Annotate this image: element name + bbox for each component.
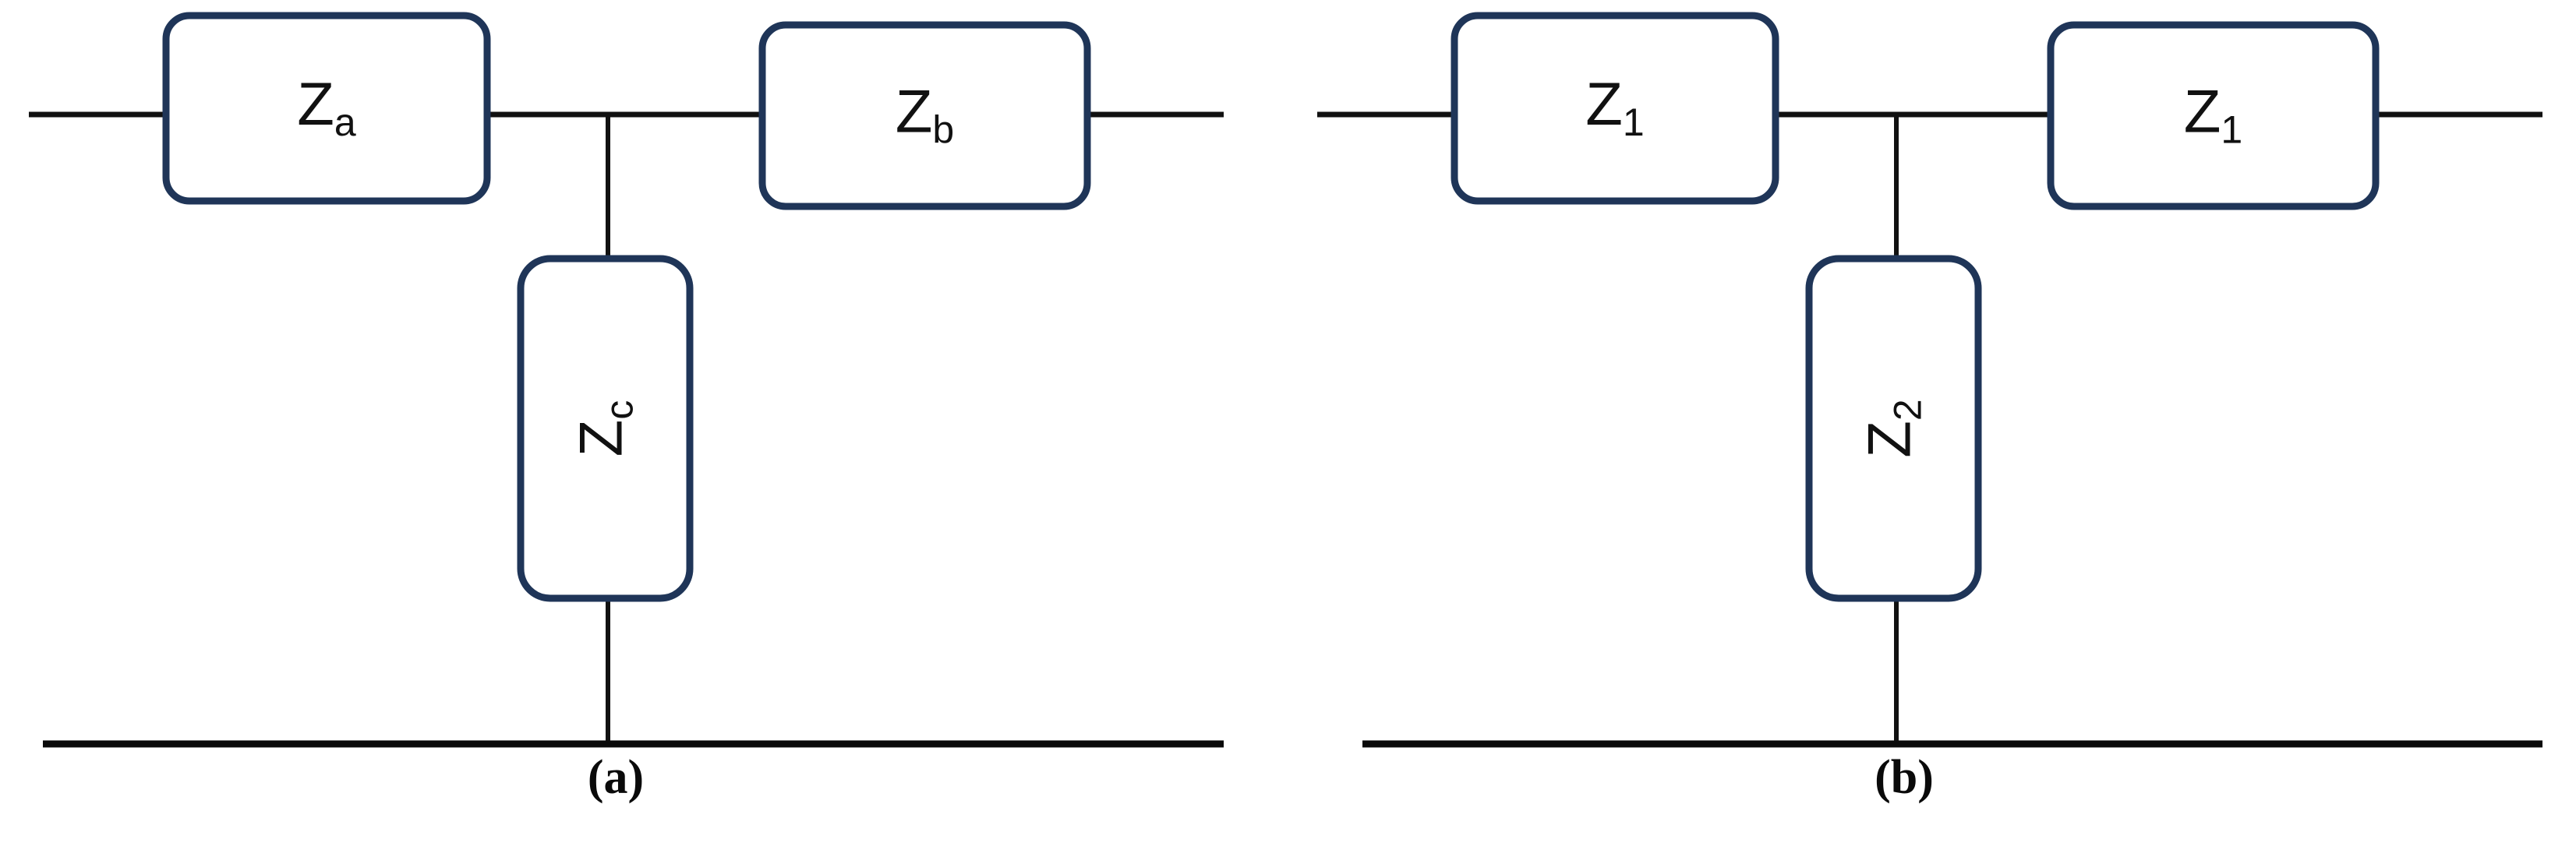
component-label-Zc: Zc: [566, 400, 641, 457]
panel-caption-a: (a): [588, 751, 644, 804]
component-label-Zb: Zb: [896, 76, 954, 152]
component-symbol-Z1-left: Z: [1585, 69, 1623, 138]
component-label-Z1-right: Z1: [2184, 76, 2242, 152]
component-label-Z1-left: Z1: [1585, 69, 1644, 145]
component-Z2[interactable]: Z2: [1805, 255, 1982, 602]
component-label-Za: Za: [297, 69, 356, 145]
component-label-Z2: Z2: [1854, 399, 1930, 457]
component-Z1-left[interactable]: Z1: [1451, 12, 1779, 205]
component-box-Z1-right[interactable]: [2047, 21, 2380, 210]
panel-caption-b: (b): [1875, 751, 1934, 804]
component-Zc[interactable]: Zc: [517, 255, 694, 602]
component-symbol-Z2: Z: [1854, 421, 1923, 458]
component-subscript-Zc: c: [598, 400, 641, 420]
component-symbol-Za: Z: [297, 69, 334, 138]
component-symbol-Zc: Z: [566, 420, 634, 457]
component-Za[interactable]: Za: [162, 12, 491, 205]
component-symbol-Z1-right: Z: [2184, 76, 2221, 145]
component-subscript-Za: a: [334, 100, 356, 144]
component-box-Zb[interactable]: [758, 21, 1091, 210]
component-box-Z1-left[interactable]: [1451, 12, 1779, 205]
component-subscript-Z1-right: 1: [2221, 108, 2242, 152]
component-Z1-right[interactable]: Z1: [2047, 21, 2380, 210]
component-subscript-Z2: 2: [1886, 399, 1930, 421]
component-symbol-Zb: Z: [896, 76, 933, 145]
component-box-Za[interactable]: [162, 12, 491, 205]
component-box-Zc[interactable]: [517, 255, 694, 602]
component-Zb[interactable]: Zb: [758, 21, 1091, 210]
component-subscript-Zb: b: [932, 108, 954, 152]
component-subscript-Z1-left: 1: [1623, 100, 1645, 144]
component-box-Z2[interactable]: [1805, 255, 1982, 602]
